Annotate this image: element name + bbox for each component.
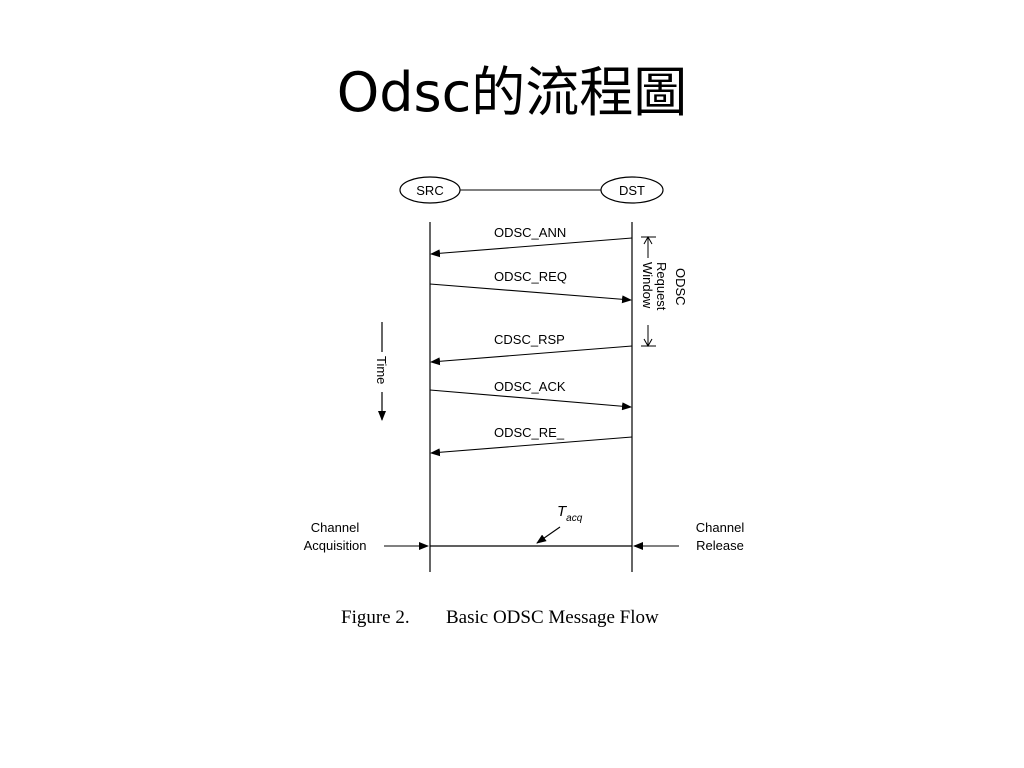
odsc-outer-label: ODSC bbox=[673, 268, 688, 306]
channel-release-line2: Release bbox=[696, 538, 744, 553]
figure-number: Figure 2. bbox=[341, 607, 410, 628]
figure-caption-text: Basic ODSC Message Flow bbox=[446, 607, 659, 628]
message-odsc-re: ODSC_RE_ bbox=[430, 425, 633, 457]
message-label: ODSC_ANN bbox=[494, 225, 566, 240]
channel-release: Channel Release bbox=[633, 520, 745, 553]
src-node: SRC bbox=[399, 176, 461, 204]
channel-acquisition-line2: Acquisition bbox=[304, 538, 367, 553]
slide-title: Odsc的流程圖 bbox=[336, 61, 688, 124]
message-odsc-ann: ODSC_ANN bbox=[430, 225, 633, 258]
message-odsc-ack: ODSC_ACK bbox=[429, 379, 632, 411]
message-label: CDSC_RSP bbox=[494, 332, 565, 347]
dst-label: DST bbox=[619, 183, 645, 198]
message-label: ODSC_REQ bbox=[494, 269, 567, 284]
request-window-label-1: Request bbox=[654, 262, 669, 311]
t-acq-label: Tacq bbox=[557, 503, 583, 524]
t-acq-annotation: Tacq bbox=[536, 503, 583, 544]
channel-acquisition-line1: Channel bbox=[311, 520, 360, 535]
time-label: Time bbox=[374, 356, 389, 384]
dst-node: DST bbox=[600, 176, 664, 204]
src-label: SRC bbox=[416, 183, 443, 198]
request-window-bracket: Request Window ODSC bbox=[640, 235, 688, 348]
message-odsc-req: ODSC_REQ bbox=[429, 269, 632, 304]
channel-release-line1: Channel bbox=[696, 520, 745, 535]
figure-caption: Figure 2. Basic ODSC Message Flow bbox=[341, 607, 659, 628]
message-cdsc-rsp: CDSC_RSP bbox=[430, 332, 633, 366]
channel-acquisition: Channel Acquisition bbox=[304, 520, 429, 553]
t-acq-main: T bbox=[557, 503, 568, 520]
message-label: ODSC_ACK bbox=[494, 379, 566, 394]
time-axis: Time bbox=[374, 322, 389, 421]
message-label: ODSC_RE_ bbox=[494, 425, 565, 440]
request-window-label-2: Window bbox=[640, 262, 655, 309]
t-acq-sub: acq bbox=[566, 513, 583, 524]
